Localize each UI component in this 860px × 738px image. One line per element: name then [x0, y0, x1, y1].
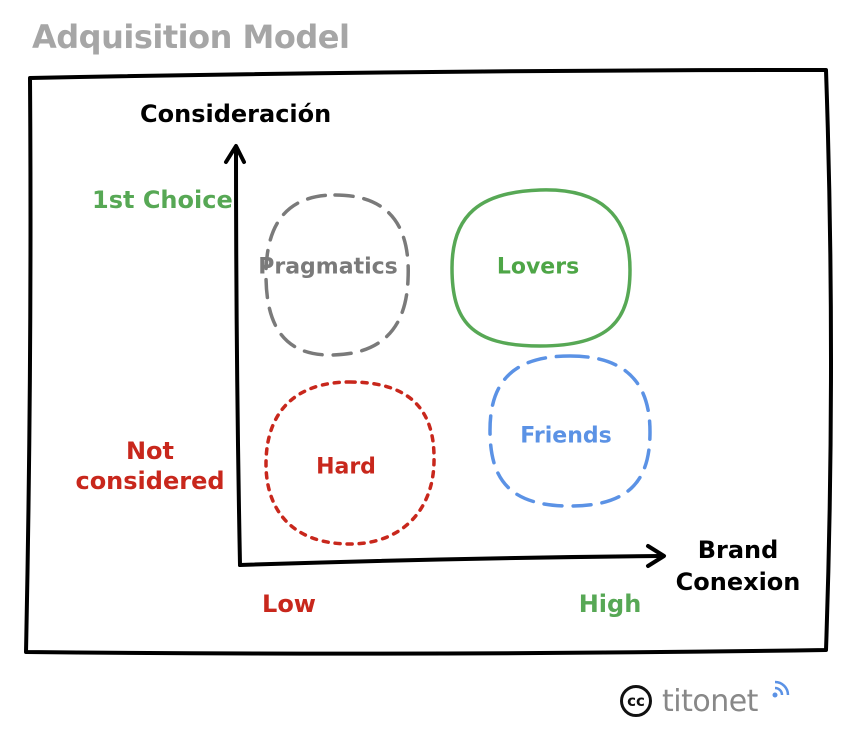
x-axis-title-line2: Conexion [675, 568, 801, 596]
footer-brand: cc titonet [620, 676, 790, 726]
creative-commons-icon: cc [620, 685, 652, 717]
page-title: Adquisition Model [32, 18, 350, 56]
x-axis-arrowhead [646, 544, 666, 568]
quadrant-pragmatics-label: Pragmatics [258, 254, 398, 280]
brand-logo-text: titonet [662, 683, 758, 719]
x-axis-title-line1: Brand [697, 536, 779, 564]
x-axis-low-label: Low [262, 590, 316, 618]
x-axis-high-label: High [578, 590, 642, 618]
y-axis-title: Consideración [140, 100, 332, 128]
pragmatics-shape [264, 193, 410, 357]
y-axis-line [234, 148, 242, 567]
y-axis-arrowhead [224, 144, 246, 164]
lovers-shape [450, 188, 632, 348]
hard-shape [264, 380, 436, 546]
wifi-icon [772, 680, 790, 698]
quadrant-hard-label: Hard [316, 454, 376, 480]
x-axis-title: Brand Conexion [676, 534, 801, 598]
quadrant-friends-label: Friends [520, 423, 612, 449]
quadrant-lovers-label: Lovers [496, 254, 580, 280]
friends-shape [488, 354, 652, 508]
y-axis-bottom-label-line1: Not [125, 437, 175, 465]
x-axis-line [238, 554, 662, 567]
y-axis-bottom-label: Not considered [75, 436, 224, 496]
y-axis-top-label: 1st Choice [92, 186, 233, 214]
frame-border [24, 68, 833, 656]
y-axis-bottom-label-line2: considered [75, 467, 225, 495]
